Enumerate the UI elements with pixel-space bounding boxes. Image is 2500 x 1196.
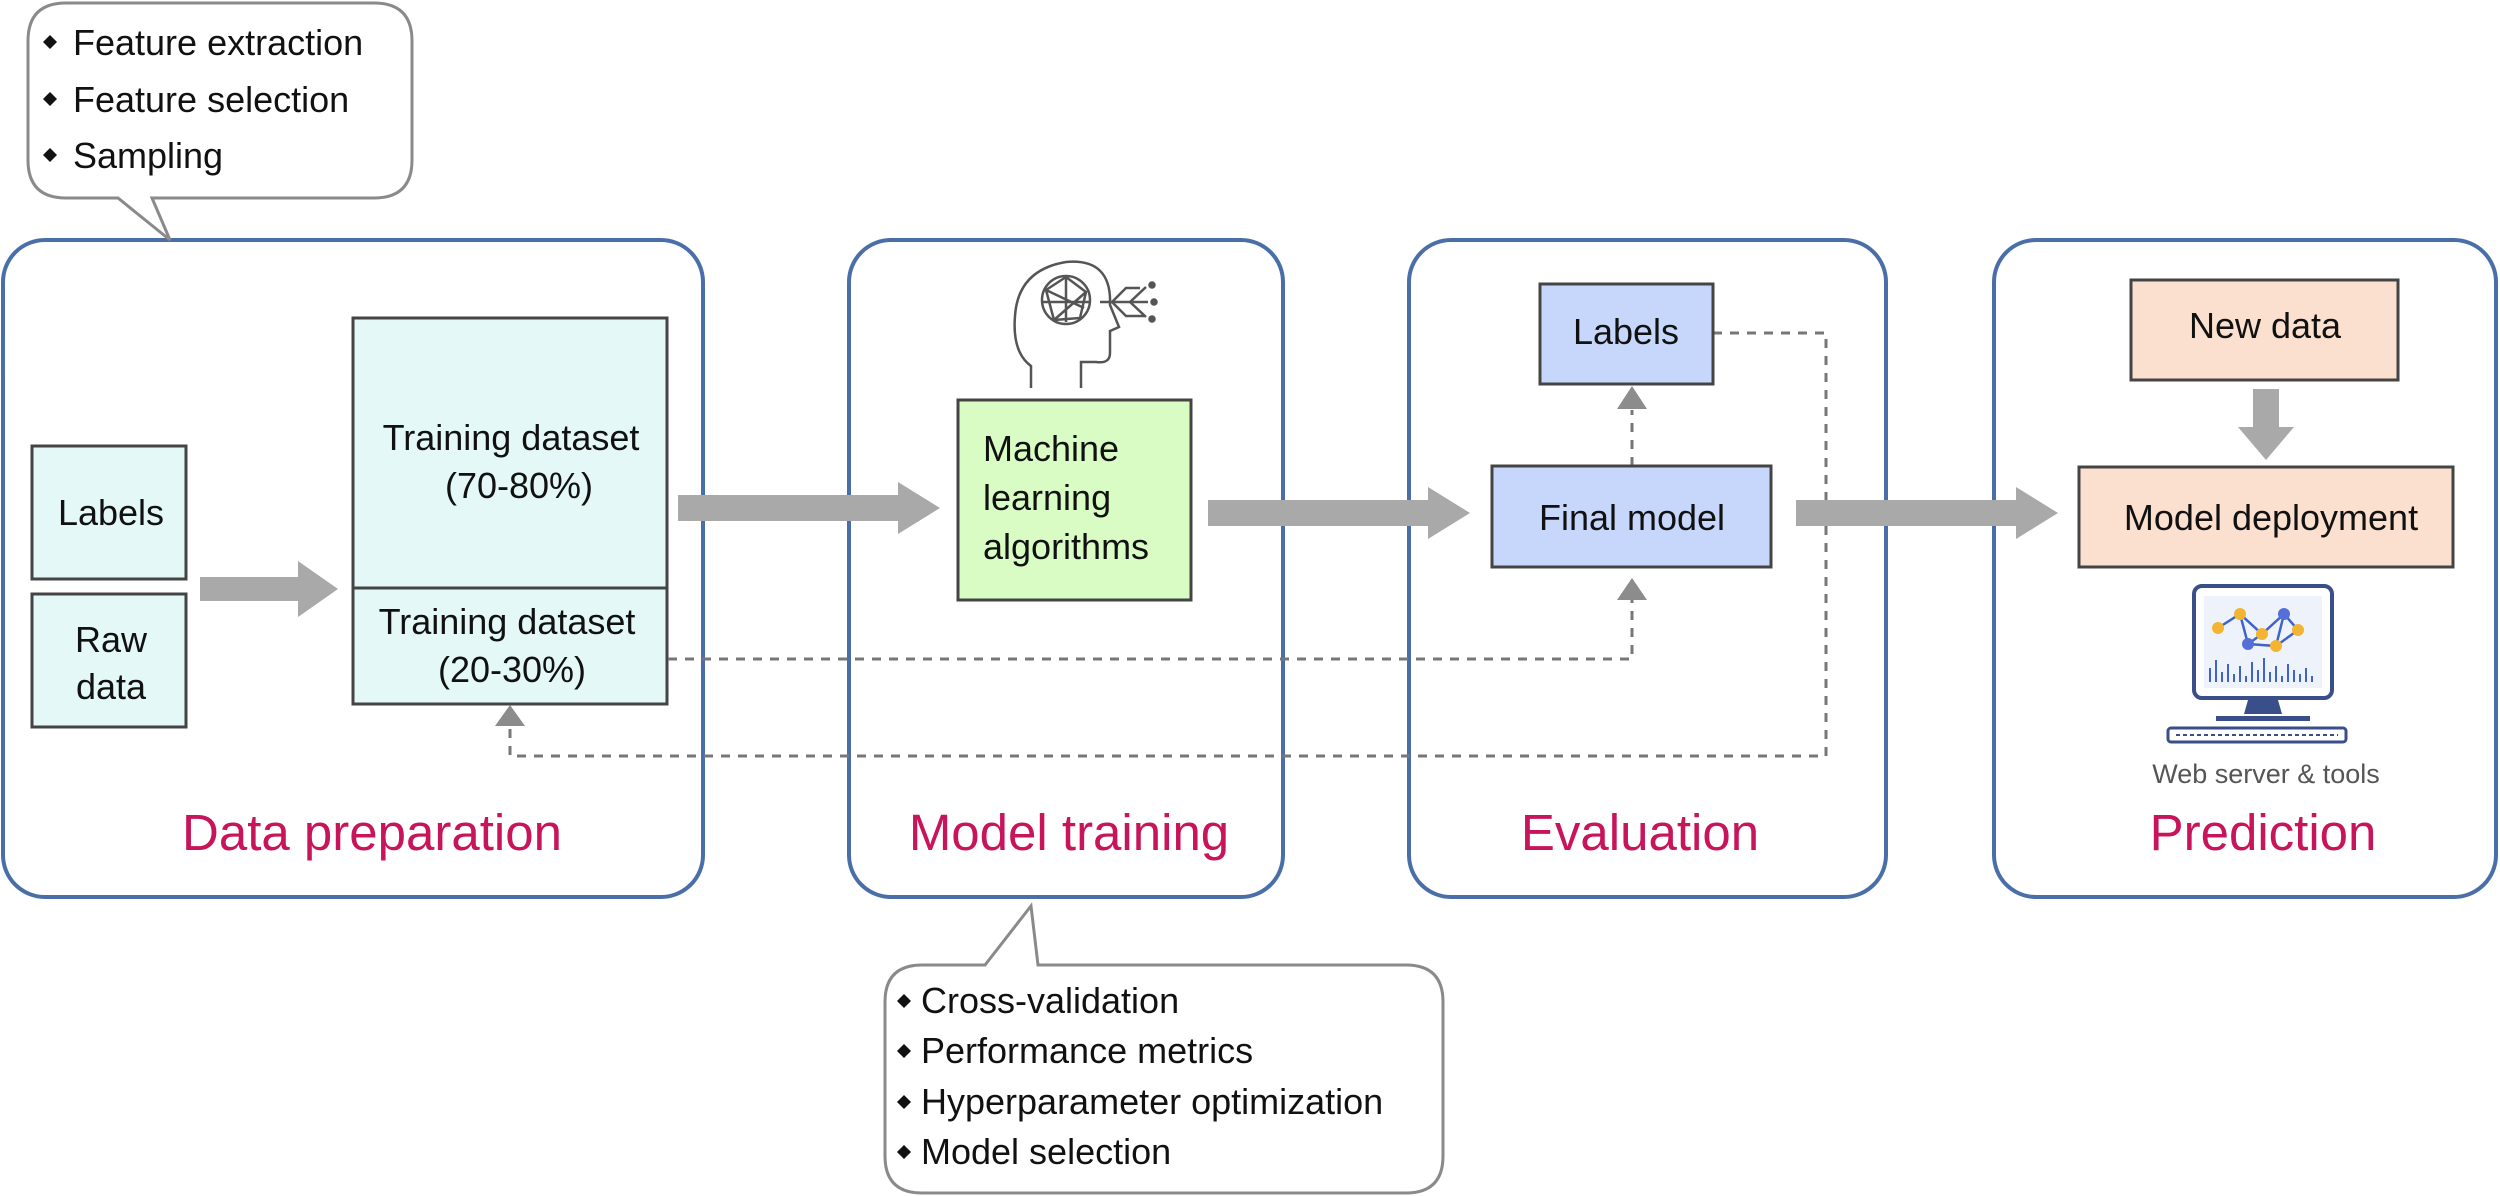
training-dataset-box [351,316,669,590]
arrow-to-evaluation [1208,487,1470,539]
ml-algorithms-box [956,398,1193,602]
ml-algorithms-label: learning [983,477,1111,518]
final-model-label: Final model [1539,497,1725,538]
callout-item: Sampling [73,135,223,176]
raw-data-label: data [76,666,147,707]
arrowhead-icon [1617,578,1647,600]
web-server-caption: Web server & tools [2152,759,2380,789]
bullet-icon [897,994,911,1008]
training-dataset-label: (70-80%) [445,465,593,506]
arrow-to-model-training [678,482,940,534]
validation-dataset-box [351,586,669,706]
arrow-to-datasets [200,561,338,617]
model-deployment-box [2077,465,2455,569]
bullet-icon [897,1145,911,1159]
dashed-connector [508,331,1828,758]
ml-algorithms-label: algorithms [983,526,1149,567]
preparation-callout [26,1,414,242]
training-callout [883,902,1445,1195]
prediction-title: Prediction [2150,804,2377,861]
raw-data-box [30,592,188,729]
arrow-to-deployment [2238,389,2294,460]
bullet-icon [43,35,57,49]
ml-algorithms-label: Machine [983,428,1119,469]
arrowhead-icon [495,705,525,726]
labels-box [30,444,188,581]
brain-head-icon [1013,260,1158,388]
bullet-icon [43,148,57,162]
final-model-box [1490,464,1773,569]
validation-dataset-label: (20-30%) [438,649,586,690]
evaluation-title: Evaluation [1521,804,1759,861]
model-deployment-label: Model deployment [2124,497,2418,538]
bullet-icon [897,1095,911,1109]
callout-item: Cross-validation [921,980,1179,1021]
callout-item: Model selection [921,1131,1171,1172]
data-preparation-title: Data preparation [182,804,562,861]
new-data-label: New data [2189,305,2342,346]
new-data-box [2129,278,2400,382]
model-training-title: Model training [909,804,1229,861]
callout-item: Feature selection [73,79,349,120]
bullet-icon [897,1044,911,1058]
web-server-monitor-icon [2166,584,2348,744]
arrow-to-prediction [1796,487,2058,539]
evaluation-labels-label: Labels [1573,311,1679,352]
dashed-connector [668,600,1634,661]
callout-item: Performance metrics [921,1030,1253,1071]
callout-item: Feature extraction [73,22,363,63]
callout-item: Hyperparameter optimization [921,1081,1383,1122]
raw-data-label: Raw [75,619,148,660]
evaluation-labels-box [1538,282,1715,386]
arrowhead-icon [1617,386,1647,409]
labels-box-label: Labels [58,492,164,533]
validation-dataset-label: Training dataset [379,601,636,642]
bullet-icon [43,92,57,106]
training-dataset-label: Training dataset [383,417,640,458]
